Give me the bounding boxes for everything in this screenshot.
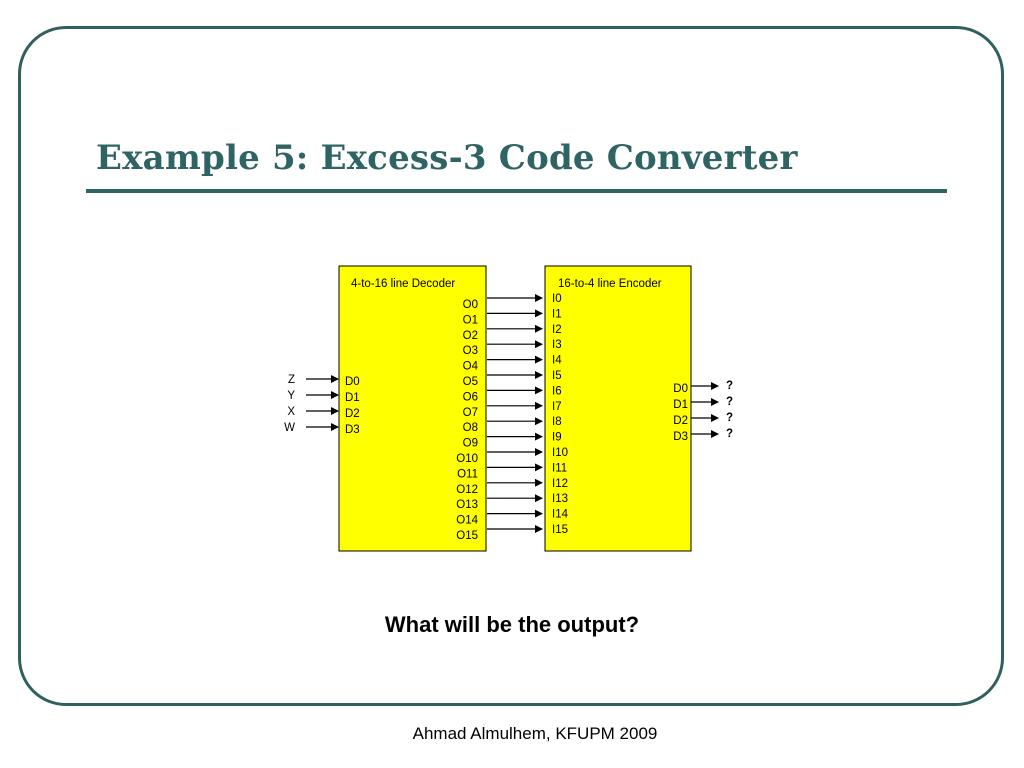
encoder-output-label: D0 bbox=[673, 383, 688, 395]
title-underline bbox=[86, 189, 947, 193]
encoder-input-label: I14 bbox=[552, 509, 569, 521]
decoder-input-label: D0 bbox=[345, 376, 360, 388]
decoder-output-label: O11 bbox=[457, 468, 478, 480]
encoder-block bbox=[544, 265, 692, 552]
decoder-output-label: O5 bbox=[463, 376, 478, 388]
decoder-output-label: O1 bbox=[463, 314, 478, 326]
encoder-input-label: I10 bbox=[552, 447, 568, 459]
decoder-output-label: O10 bbox=[456, 453, 478, 465]
input-signal-label: X bbox=[287, 406, 295, 418]
encoder-input-label: I12 bbox=[552, 478, 568, 490]
decoder-output-label: O14 bbox=[456, 515, 478, 527]
slide-frame bbox=[18, 26, 1004, 706]
decoder-block bbox=[338, 265, 487, 552]
encoder-input-label: I6 bbox=[552, 385, 562, 397]
encoder-input-label: I5 bbox=[552, 370, 562, 382]
encoder-input-label: I4 bbox=[552, 355, 562, 367]
decoder-input-label: D1 bbox=[345, 392, 360, 404]
slide-title: Example 5: Excess-3 Code Converter bbox=[96, 138, 798, 178]
encoder-input-label: I13 bbox=[552, 493, 568, 505]
encoder-input-label: I2 bbox=[552, 324, 562, 336]
encoder-input-label: I8 bbox=[552, 416, 562, 428]
decoder-output-label: O12 bbox=[456, 484, 478, 496]
decoder-output-label: O15 bbox=[456, 530, 478, 542]
encoder-input-label: I9 bbox=[552, 432, 562, 444]
encoder-input-label: I11 bbox=[552, 462, 567, 474]
decoder-output-label: O6 bbox=[463, 391, 478, 403]
encoder-input-label: I0 bbox=[552, 293, 562, 305]
unknown-output-mark: ? bbox=[726, 428, 733, 440]
input-signal-label: Y bbox=[287, 390, 295, 402]
encoder-input-label: I1 bbox=[552, 308, 562, 320]
question-text: What will be the output? bbox=[384, 612, 640, 637]
decoder-output-label: O13 bbox=[456, 499, 478, 511]
decoder-output-label: O8 bbox=[463, 422, 478, 434]
decoder-input-label: D2 bbox=[345, 408, 360, 420]
decoder-output-label: O3 bbox=[463, 345, 478, 357]
footer-credit: Ahmad Almulhem, KFUPM 2009 bbox=[412, 724, 658, 743]
encoder-input-label: I7 bbox=[552, 401, 562, 413]
decoder-output-label: O0 bbox=[463, 299, 478, 311]
encoder-title: 16-to-4 line Encoder bbox=[558, 278, 662, 290]
decoder-title: 4-to-16 line Decoder bbox=[351, 278, 455, 290]
decoder-output-label: O7 bbox=[463, 407, 478, 419]
decoder-output-label: O9 bbox=[463, 438, 478, 450]
encoder-input-label: I15 bbox=[552, 524, 568, 536]
encoder-input-label: I3 bbox=[552, 339, 562, 351]
decoder-output-label: O4 bbox=[463, 361, 479, 373]
unknown-output-mark: ? bbox=[726, 412, 733, 424]
decoder-output-label: O2 bbox=[463, 330, 478, 342]
encoder-output-label: D2 bbox=[673, 415, 688, 427]
unknown-output-mark: ? bbox=[726, 396, 733, 408]
input-signal-label: W bbox=[284, 422, 295, 434]
encoder-output-label: D1 bbox=[673, 399, 688, 411]
decoder-input-label: D3 bbox=[345, 424, 360, 436]
input-signal-label: Z bbox=[288, 374, 295, 386]
unknown-output-mark: ? bbox=[726, 380, 733, 392]
encoder-output-label: D3 bbox=[673, 431, 688, 443]
